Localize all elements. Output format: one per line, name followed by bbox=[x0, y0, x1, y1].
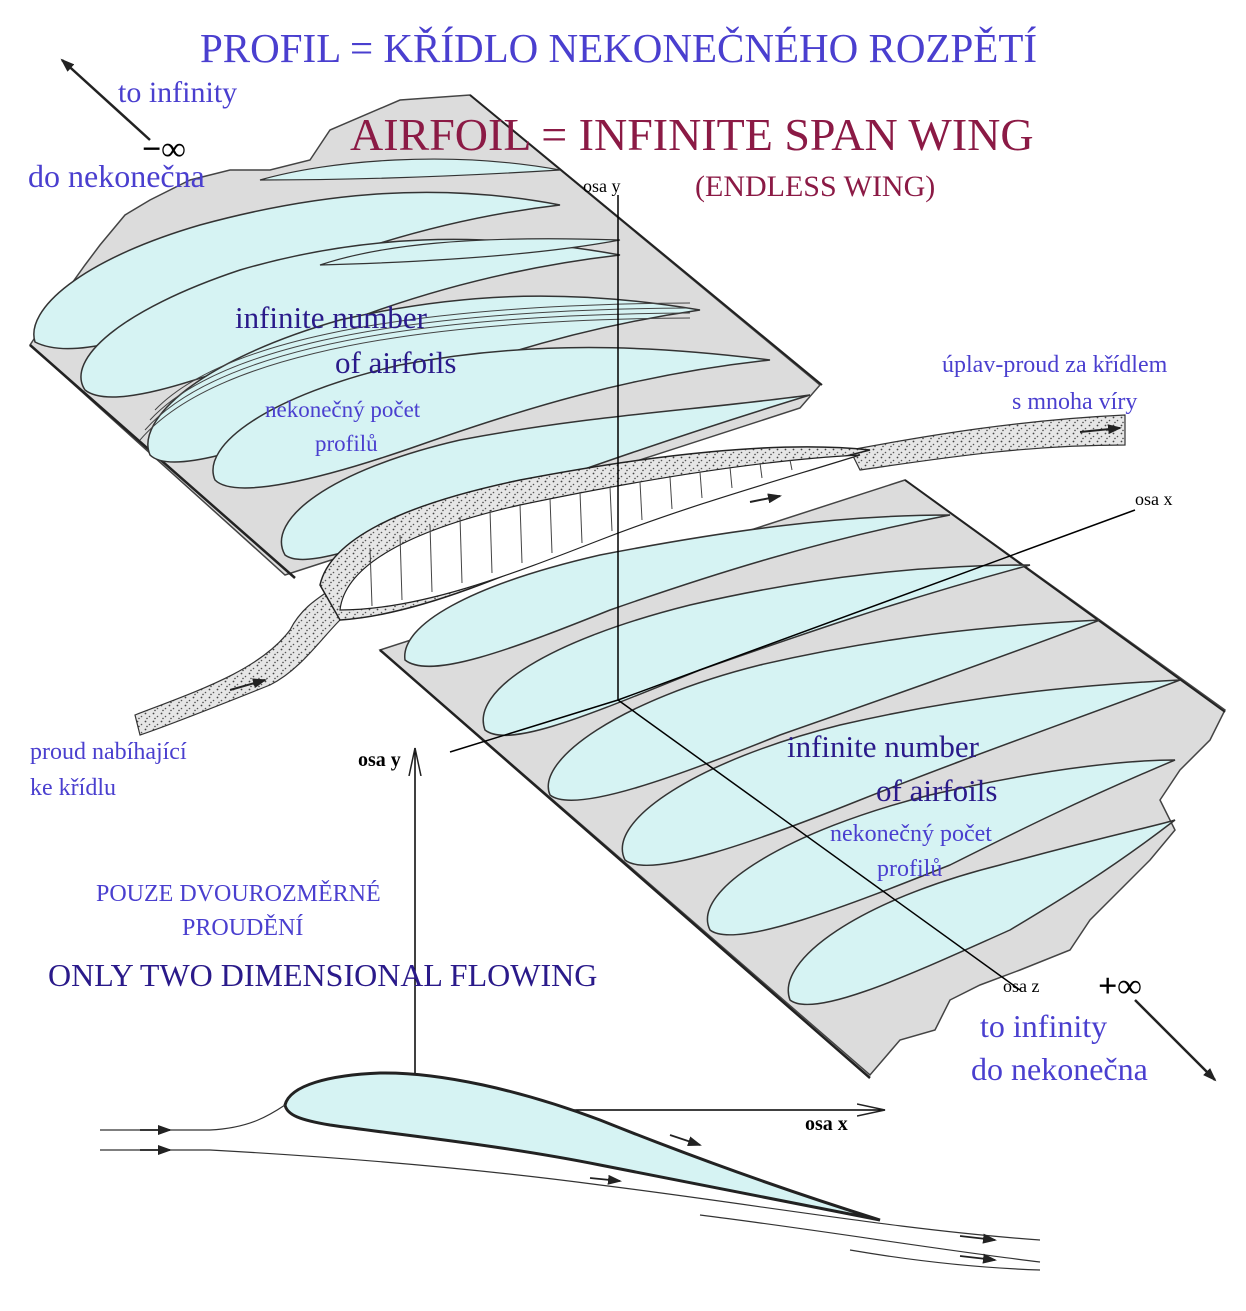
axis-x-3d-back bbox=[449, 699, 619, 753]
right-wing-panel bbox=[378, 479, 1226, 1079]
right-panel-en-line2: of airfoils bbox=[876, 773, 998, 808]
neg-infinity-symbol: −∞ bbox=[142, 131, 186, 168]
inflow-label-line1: proud nabíhající bbox=[30, 739, 187, 765]
right-panel-cs-line1: nekonečný počet bbox=[830, 821, 992, 847]
left-airfoil-4 bbox=[212, 346, 771, 489]
left-upper-airfoil-1 bbox=[259, 158, 561, 181]
axis-y-2d-label: osa y bbox=[358, 749, 401, 771]
wake-arrow-2 bbox=[749, 493, 782, 504]
axes-3d bbox=[449, 195, 1136, 991]
right-airfoil-1 bbox=[404, 514, 951, 667]
pos-infinity-en: to infinity bbox=[980, 1008, 1108, 1044]
pos-infinity-cs: do nekonečna bbox=[971, 1051, 1148, 1087]
right-panel-front-edge bbox=[379, 649, 871, 1079]
two-d-en: ONLY TWO DIMENSIONAL FLOWING bbox=[48, 957, 598, 993]
axis-x-2d-label: osa x bbox=[805, 1113, 848, 1135]
flow-arrow-2d-4 bbox=[589, 1174, 622, 1185]
central-flow-airfoil bbox=[134, 414, 1126, 736]
left-panel-rear-edge bbox=[469, 94, 823, 386]
wake-label-line2: s mnoha víry bbox=[1012, 389, 1138, 415]
two-d-cs-line2: PROUDĚNÍ bbox=[182, 915, 304, 941]
title-english: AIRFOIL = INFINITE SPAN WING bbox=[350, 109, 1034, 160]
left-upper-airfoil-2 bbox=[319, 238, 621, 266]
subtitle-english: (ENDLESS WING) bbox=[695, 170, 936, 203]
streamline-bottom bbox=[849, 1249, 1041, 1271]
inflow-label-line2: ke křídlu bbox=[30, 775, 116, 801]
neg-infinity-cs: do nekonečna bbox=[28, 158, 205, 194]
right-airfoil-5 bbox=[706, 759, 1176, 936]
two-d-airfoil bbox=[283, 1071, 881, 1222]
axis-x-3d-label: osa x bbox=[1135, 489, 1173, 509]
central-airfoil-ribs bbox=[369, 459, 793, 607]
inflow-arrow-1 bbox=[229, 678, 267, 691]
right-airfoil-2 bbox=[482, 564, 1031, 737]
right-panel-rear-edge bbox=[904, 479, 1226, 713]
left-panel-cs-line1: nekonečný počet bbox=[265, 397, 421, 422]
right-panel-en-line1: infinite number bbox=[787, 729, 979, 764]
axis-z-3d-label: osa z bbox=[1003, 976, 1040, 996]
two-d-cs-line1: POUZE DVOUROZMĚRNÉ bbox=[96, 881, 381, 907]
inflow-stream bbox=[134, 589, 341, 736]
left-panel-en-line1: infinite number bbox=[235, 300, 427, 335]
right-airfoil-4 bbox=[621, 679, 1181, 867]
streamline-upper bbox=[100, 1104, 286, 1131]
streamline-lower bbox=[100, 1149, 1041, 1241]
pos-infinity-symbol: +∞ bbox=[1098, 968, 1142, 1005]
right-panel-cs-line2: profilů bbox=[877, 856, 943, 882]
left-panel-en-line2: of airfoils bbox=[335, 345, 457, 380]
wake-label-line1: úplav-proud za křídlem bbox=[942, 352, 1168, 378]
axis-x-3d bbox=[617, 509, 1136, 701]
title-czech: PROFIL = KŘÍDLO NEKONEČNÉHO ROZPĚTÍ bbox=[200, 25, 1038, 71]
pos-infinity-arrow bbox=[1134, 999, 1217, 1082]
flow-arrow-2d-3 bbox=[669, 1134, 702, 1146]
left-contour-lines bbox=[139, 302, 691, 441]
streamline-trailing bbox=[699, 1214, 1041, 1263]
two-d-section bbox=[100, 748, 1041, 1271]
wake-arrow-1 bbox=[1079, 424, 1122, 435]
axis-z-3d bbox=[617, 699, 1021, 991]
wake-stream bbox=[849, 414, 1126, 471]
right-airfoil-3 bbox=[547, 619, 1101, 802]
neg-infinity-arrow bbox=[60, 58, 151, 141]
central-airfoil-inner bbox=[339, 454, 861, 611]
right-airfoil-6 bbox=[787, 819, 1176, 1006]
left-panel-cs-line2: profilů bbox=[315, 431, 378, 456]
flow-arrow-2d-6 bbox=[959, 1253, 997, 1264]
flow-arrow-2d-5 bbox=[959, 1233, 997, 1244]
neg-infinity-en: to infinity bbox=[118, 76, 238, 109]
axis-y-3d-label: osa y bbox=[583, 176, 621, 196]
